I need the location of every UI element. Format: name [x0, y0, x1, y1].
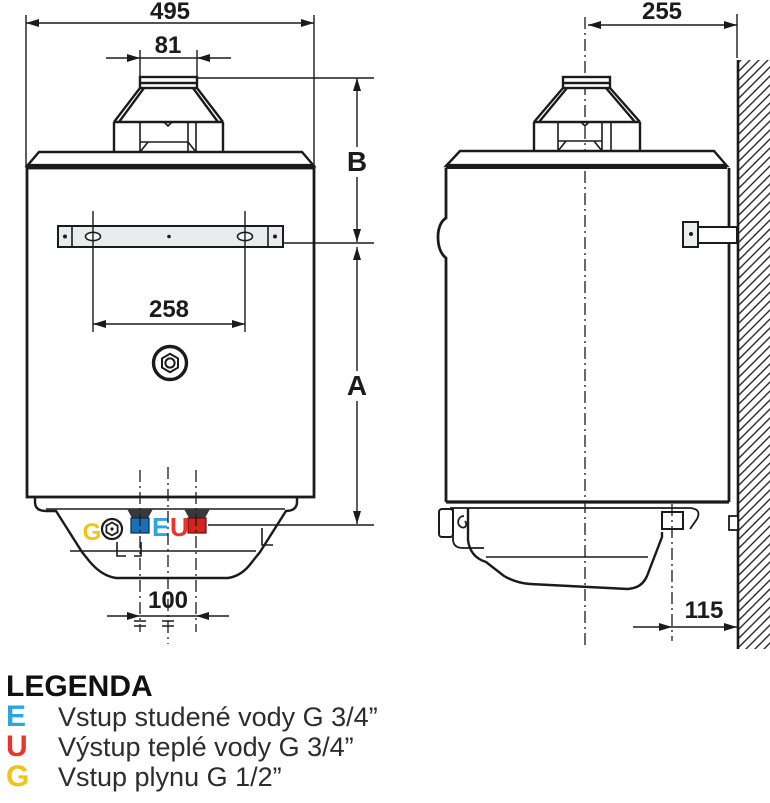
hot-water-connection: U	[170, 509, 210, 542]
svg-text:B: B	[347, 146, 367, 177]
gas-nut-icon	[100, 517, 124, 541]
svg-text:81: 81	[155, 32, 182, 59]
svg-text:115: 115	[685, 597, 724, 624]
svg-text:100: 100	[148, 587, 188, 614]
wall-bracket-side	[682, 221, 738, 248]
dimension-255: 255	[588, 0, 738, 58]
dimension-b: B	[343, 78, 371, 242]
flue-hood-side	[532, 75, 642, 152]
front-dimensions: 495 81 B A 258	[25, 0, 374, 620]
top-lid-side	[443, 149, 730, 169]
top-lid-front	[24, 150, 317, 169]
legend-row-hot: U Výstup teplé vody G 3/4”	[6, 730, 378, 763]
legend-row-gas: G Vstup plynu G 1/2”	[6, 760, 378, 793]
cold-water-label: E	[152, 512, 169, 542]
gas-label: G	[83, 519, 102, 546]
hot-water-label: U	[170, 512, 189, 542]
thermostat-bolt	[151, 344, 189, 382]
dimension-115: 115	[633, 597, 737, 631]
legend-row-cold: E Vstup studené vody G 3/4”	[6, 700, 378, 733]
svg-text:A: A	[347, 370, 367, 401]
legend-text-cold: Vstup studené vody G 3/4”	[58, 702, 378, 732]
wall-section	[736, 60, 770, 649]
svg-text:258: 258	[149, 296, 189, 323]
mounting-bracket-front	[57, 225, 284, 248]
water-heater-diagram: G E U 495	[24, 0, 770, 649]
flue-hood-front	[112, 75, 225, 153]
legend-letter-u: U	[6, 730, 28, 763]
dimension-258: 258	[92, 211, 246, 332]
wall-hatching	[738, 60, 770, 649]
bottom-cap-front	[33, 497, 299, 580]
legend-text-gas: Vstup plynu G 1/2”	[58, 762, 282, 792]
heater-body-front	[25, 166, 316, 499]
legend-letter-e: E	[6, 700, 27, 733]
reference-lines	[198, 77, 374, 526]
dimension-495: 495	[25, 0, 315, 242]
svg-text:255: 255	[642, 0, 682, 25]
legend-letter-g: G	[6, 760, 30, 793]
dimension-100: 100	[107, 587, 229, 620]
legend-title: LEGENDA	[6, 670, 153, 703]
wall-spacer	[728, 515, 739, 531]
legend-text-hot: Výstup teplé vody G 3/4”	[58, 732, 354, 762]
svg-text:495: 495	[150, 0, 190, 25]
front-view-drawing: G E U	[24, 75, 317, 644]
cold-water-connection: E	[127, 509, 169, 542]
side-view-drawing	[436, 17, 770, 649]
dimension-81: 81	[106, 32, 231, 76]
heater-body-side	[436, 167, 731, 504]
gas-connection: G	[83, 517, 124, 546]
side-dimensions: 255 115	[588, 0, 738, 631]
connection-axis-lines	[139, 467, 197, 644]
axis-end-marks	[134, 620, 174, 627]
dimension-a: A	[343, 247, 371, 524]
bottom-cap-side	[438, 504, 700, 641]
legend: LEGENDA E Vstup studené vody G 3/4” U Vý…	[6, 670, 378, 793]
